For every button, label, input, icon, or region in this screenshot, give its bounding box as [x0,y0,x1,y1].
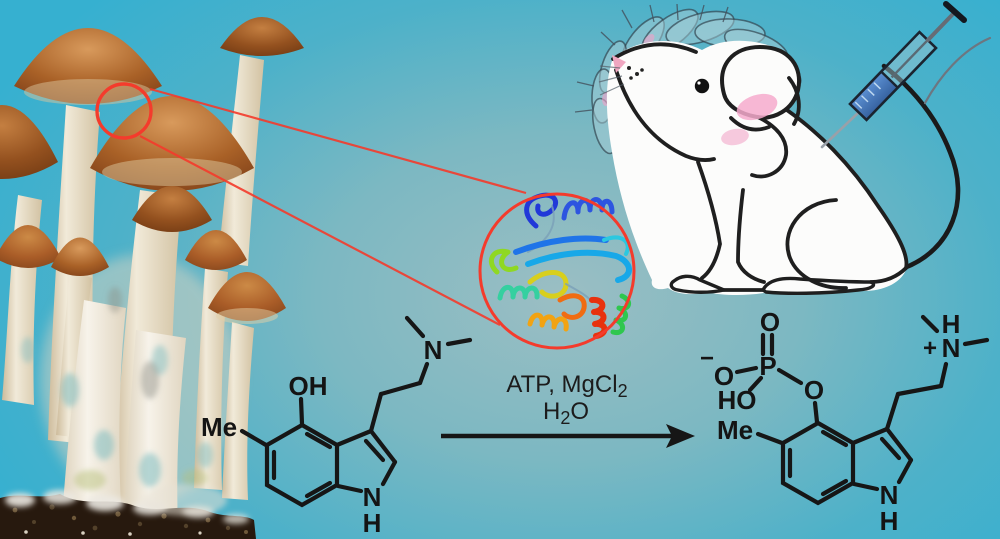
soil-speckles [12,504,248,536]
product-ammonium-n-label: N [942,333,961,363]
cap-rim-highlight [102,158,242,186]
product-anionic-o-label: O [714,361,734,391]
mouse-mouth-line [729,116,771,132]
callout-line-upper [149,87,527,195]
reaction-conditions-line2: H2O [543,398,589,428]
syringe-plunger-seal [880,70,899,89]
mouse-front-leg-line [736,188,766,284]
syringe-plunger-rod [926,12,955,42]
product-phosphorus-label: P [759,351,776,381]
protein-ribbon-structure [478,192,636,350]
mushroom-cap [51,237,109,276]
mushroom-cap [185,230,247,270]
product-indole-n-label: N [880,480,899,510]
product-methyl-label: Me [717,415,753,445]
syringe-plunger-rod-inner [890,39,929,79]
zoom-callout [95,82,527,326]
product-structure: O P − O HO O Me + H N N H [700,307,990,536]
stem-bruises [21,287,213,490]
mushroom-cluster-photo [0,17,304,539]
substrate-hydroxyl-label: OH [289,371,328,401]
substrate-indole-h-label: H [363,508,382,538]
mouse-head-top-line [611,42,698,61]
mouse-cheek-blush [721,128,749,146]
substrate-bonds [239,315,473,508]
callout-circle-small [95,82,153,140]
mouse-front-paw [669,274,730,294]
product-bonds [734,314,990,506]
mushroom-stem [194,268,228,490]
syringe-plunger-handle [943,1,967,23]
mouse-rear-bottom-line [869,266,908,284]
mushroom-cap [220,17,304,56]
mouse-eye-highlight [697,81,701,85]
product-ammonium-h-label: H [942,309,961,339]
syringe-graduations [854,82,882,109]
mushroom-stem-foreground [124,330,186,528]
syringe-needle [820,111,860,149]
product-phosphoryl-o-label: O [760,307,780,337]
mushroom-cap [0,225,61,268]
reaction-arrow-head [666,424,695,448]
product-bridging-o-label: O [804,375,824,405]
soil [0,494,256,539]
mouse-nose [612,55,626,73]
mouse-cheek-blush [736,93,778,121]
syringe [820,1,967,149]
substrate-labels: OH Me N N H [201,335,442,538]
mouse-body [606,40,908,295]
cap-rim-highlight [24,79,152,105]
mouse-back-line [776,102,909,270]
substrate-structure: OH Me N N H [201,315,473,538]
substrate-indole-n-label: N [363,482,382,512]
reaction-arrow-group: ATP, MgCl2 H2O [441,371,695,448]
mouse-chest-line [696,160,722,280]
mushroom-cap [0,105,58,179]
product-labels: O P − O HO O Me + H N N H [700,307,960,536]
product-positive-charge: + [923,335,937,362]
mouse-tail [881,63,961,271]
mycelium-fuzz [5,484,249,524]
product-indole-h-label: H [880,506,899,536]
product-negative-charge: − [700,345,714,372]
reaction-conditions-line1: ATP, MgCl2 [506,371,627,401]
mouse-whisker-dots [627,66,644,80]
mouse-jaw-line [614,68,716,162]
mouse-whiskers [598,65,625,96]
mouse-ear-back-arc [787,76,801,126]
mouse-hind-foot [760,276,876,296]
mushroom-cap [208,272,286,321]
mouse-ear-fold-line [750,115,789,179]
cap-rim-highlight [216,308,278,324]
mushroom-cap [132,186,212,232]
mouse-tail-tip [923,36,992,105]
mouse-illustration [574,3,992,296]
substrate-methyl-label: Me [201,412,237,442]
mouse-eye [694,78,710,94]
product-hydroxyl-label: HO [718,385,757,415]
callout-line-lower [139,135,501,326]
mushroom-stem [222,322,254,500]
mushroom-stem-foreground [62,300,126,524]
mouse-haunch-line [785,198,848,290]
callout-circle-large [478,192,636,350]
substrate-amine-n-label: N [424,335,443,365]
